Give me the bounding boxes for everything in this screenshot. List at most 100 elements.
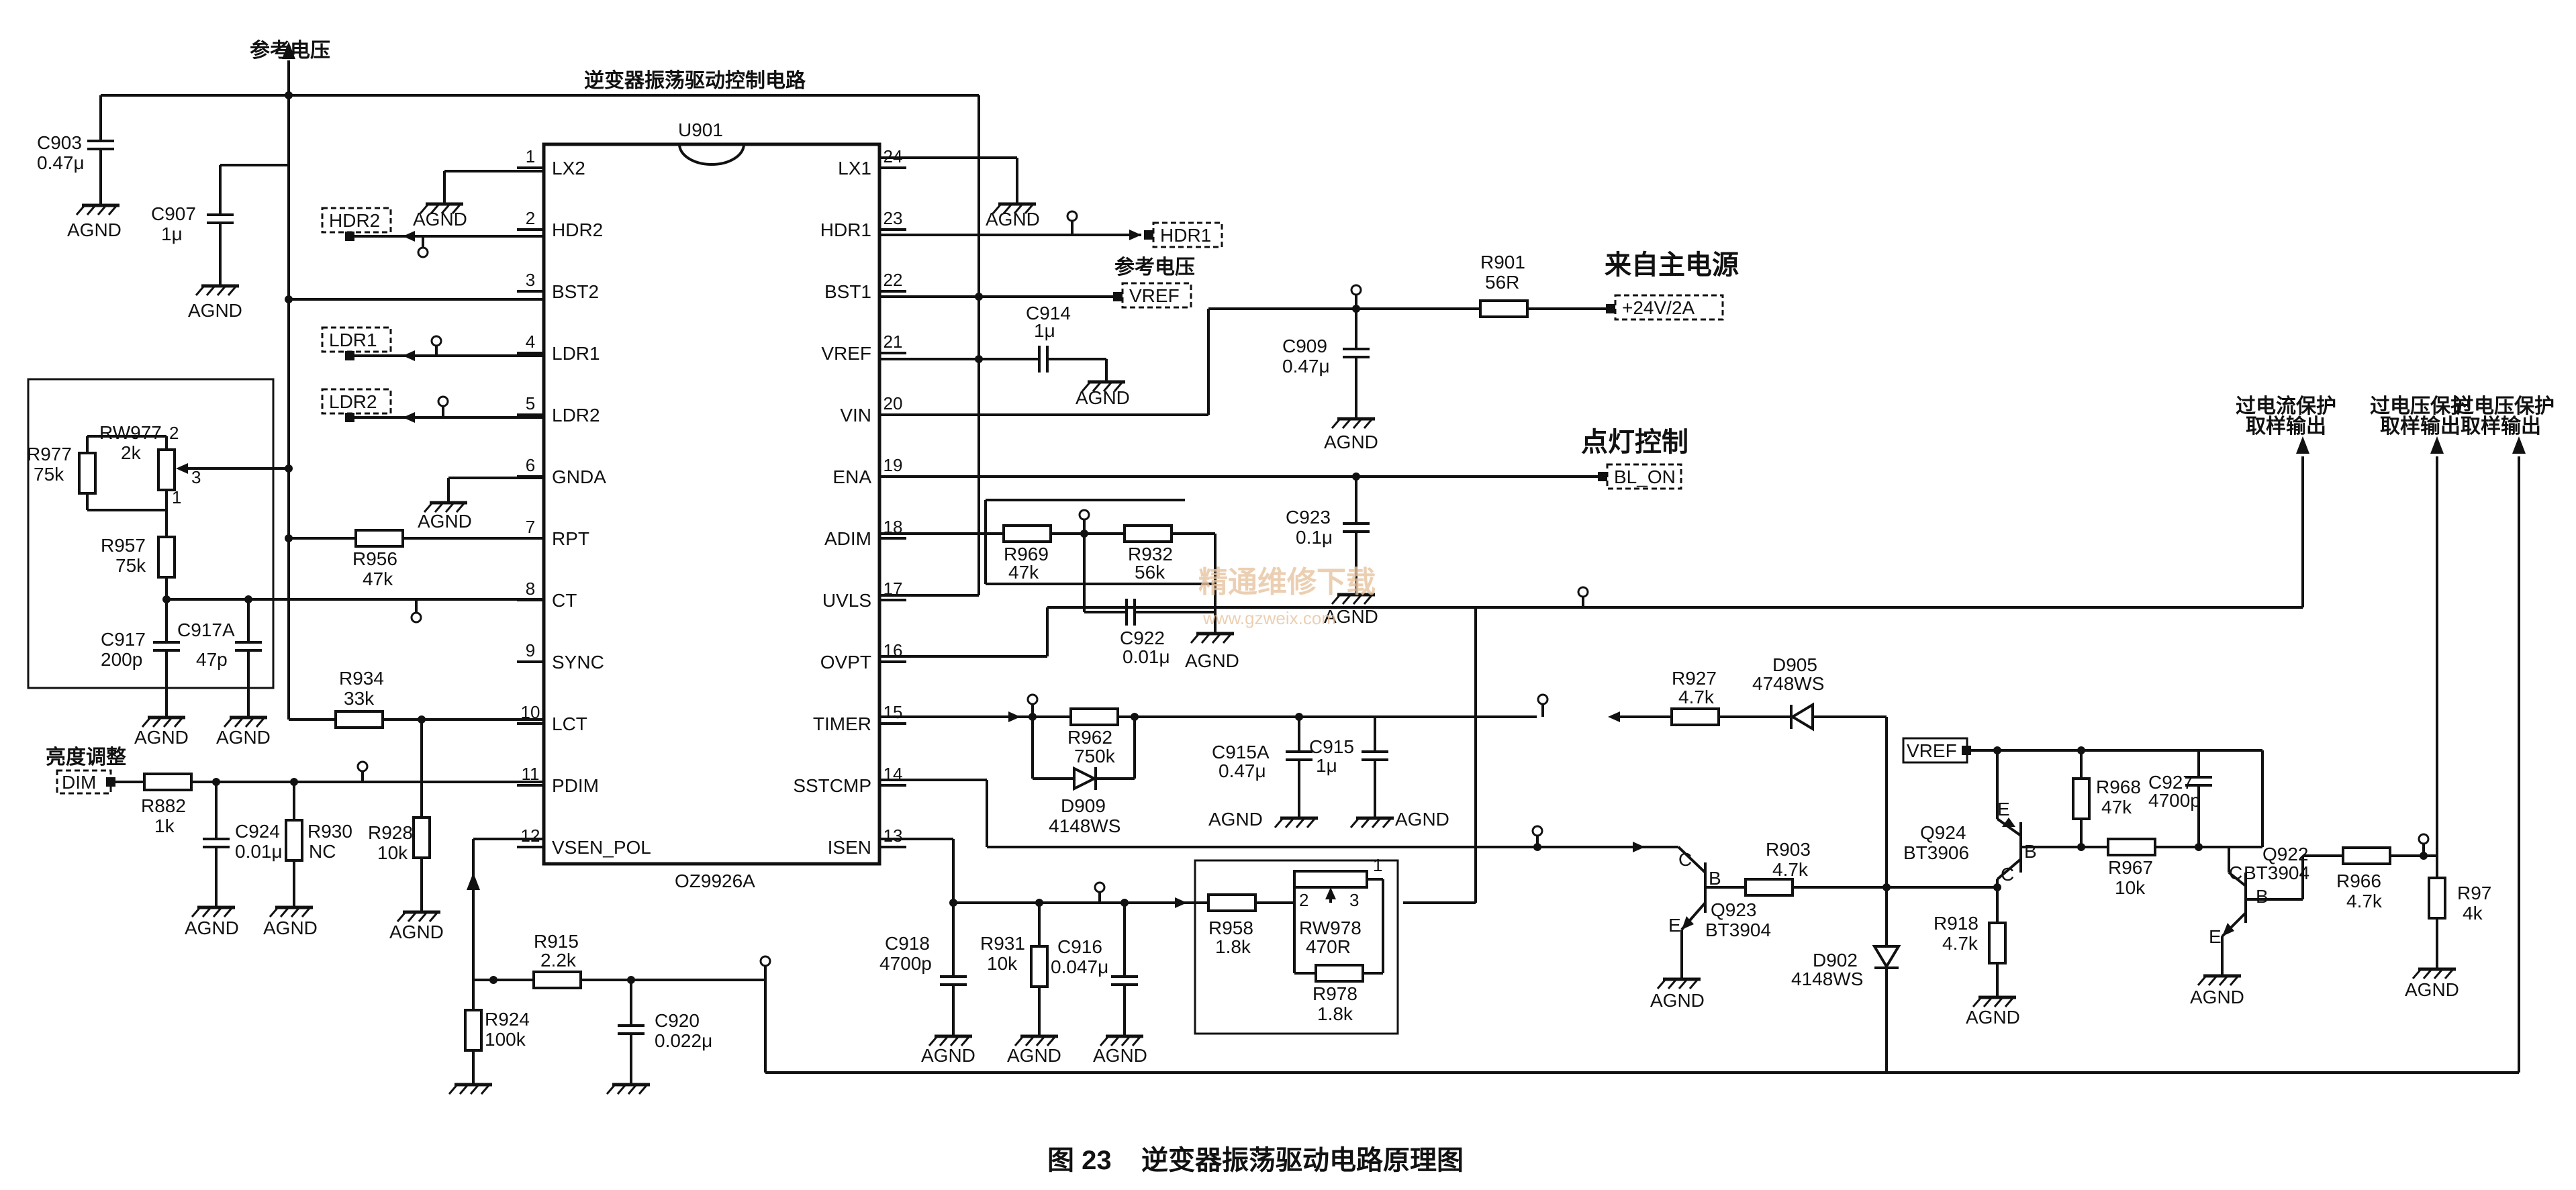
c922-val: 0.01μ [1123, 646, 1170, 667]
d909-ref: D909 [1061, 795, 1106, 816]
ic-left-pins: 1LX22HDR23BST24LDR15LDR26GNDA7RPT8CT9SYN… [517, 146, 651, 858]
c927-val: 4700p [2148, 790, 2201, 811]
pin-name: SYNC [552, 652, 604, 673]
transistor-q924: E B C Q924 BT3906 R918 4.7k AGND [1903, 750, 2108, 1028]
r928-val: 10k [377, 842, 408, 863]
circuit-title: 逆变器振荡驱动控制电路 [584, 69, 806, 92]
pin1-gnd: AGND [413, 170, 544, 230]
c907-ref: C907 [151, 203, 196, 224]
r978-val: 1.8k [1317, 1003, 1353, 1024]
vsen-network: R915 2.2k R924 100k C920 0.022μ [449, 838, 2519, 1094]
agnd-label: AGND [1324, 606, 1378, 627]
r901-val: 56R [1485, 272, 1519, 293]
pin-name: VREF [821, 343, 871, 364]
q922-c: C [2229, 862, 2242, 883]
r918-ref: R918 [1934, 913, 1978, 934]
q923-b: B [1709, 868, 1721, 889]
agnd-label: AGND [986, 209, 1040, 230]
pin-number: 22 [884, 270, 903, 290]
pin8-testpoint [410, 599, 422, 624]
ic-u901: U901 OZ9926A [542, 119, 881, 891]
watermark-main: 精通维修下载 [1198, 566, 1376, 599]
transistor-q922: Q922 C BT3904 B E R966 4.7k AGND [2190, 750, 2437, 1007]
r966-val: 4.7k [2346, 891, 2383, 911]
pin-name: ISEN [828, 837, 871, 858]
r915-ref: R915 [534, 931, 579, 952]
pin-number: 7 [526, 517, 535, 537]
pin-name: BST2 [552, 281, 599, 302]
ovpt-wire: 过电流保护 取样输出 [879, 395, 2336, 904]
sstcmp-wire [879, 779, 1678, 852]
vref-text: VREF [1129, 285, 1180, 306]
r962-ref: R962 [1067, 727, 1112, 748]
ic-part: OZ9926A [675, 871, 755, 891]
agnd-label: AGND [1966, 1007, 2020, 1028]
connector-hdr1: HDR1 [879, 221, 1223, 248]
r924-val: 100k [485, 1029, 526, 1050]
ldr2-text: LDR2 [329, 391, 377, 412]
q924-ref: Q924 [1920, 822, 1966, 843]
pin-number: 1 [526, 146, 535, 166]
watermark: 精通维修下载 www.gzweix.com [1198, 566, 1376, 628]
c924-val: 0.01μ [235, 841, 283, 862]
r967-ref: R967 [2108, 857, 2153, 878]
pin-number: 21 [884, 332, 903, 352]
r958-ref: R958 [1208, 918, 1253, 938]
power-text: +24V/2A [1622, 297, 1695, 318]
r932-ref: R932 [1128, 544, 1173, 564]
r934-ref: R934 [339, 668, 384, 689]
pin-number: 15 [884, 702, 903, 722]
rw977-pin3: 3 [191, 467, 201, 487]
res-r930: R930 NC AGND [263, 782, 352, 938]
pin-name: HDR1 [820, 219, 871, 240]
q924-b: B [2024, 841, 2037, 862]
q923-c: C [1678, 849, 1692, 870]
q923-ref: Q923 [1711, 899, 1757, 920]
pin-name: RPT [552, 528, 589, 549]
rw978-ref: RW978 [1299, 918, 1362, 938]
agnd-label: AGND [921, 1045, 975, 1066]
q923-e: E [1668, 915, 1681, 936]
pin-name: HDR2 [552, 219, 603, 240]
r931-ref: R931 [980, 933, 1025, 954]
pin-number: 6 [526, 455, 535, 475]
c922-ref: C922 [1120, 628, 1165, 648]
agnd-label: AGND [188, 300, 242, 321]
q924-val: BT3906 [1903, 842, 1969, 863]
vref2-text: VREF [1907, 740, 1957, 761]
vref-note: 参考电压 [1114, 256, 1195, 279]
q922-val: BT3904 [2244, 862, 2309, 883]
c923-ref: C923 [1286, 507, 1331, 528]
vin-supply: +24V/2A 来自主电源 R901 56R C909 0.47μ AGND [879, 250, 1739, 452]
pin-name: SSTCMP [793, 775, 871, 796]
pin-name: ENA [832, 466, 871, 487]
agnd-label: AGND [413, 209, 467, 230]
res-r928: R928 10k AGND [368, 816, 444, 942]
main-power-note: 来自主电源 [1605, 250, 1739, 280]
c909-val: 0.47μ [1282, 356, 1330, 377]
rw977-pin1: 1 [172, 487, 181, 507]
c924-ref: C924 [235, 821, 280, 842]
pin-number: 12 [521, 826, 540, 846]
res-r934: R934 33k [289, 668, 544, 817]
hdr1-text: HDR1 [1160, 225, 1211, 246]
pin-number: 5 [526, 393, 535, 413]
r978-ref: R978 [1313, 983, 1357, 1004]
agnd-label: AGND [1185, 650, 1239, 671]
r977-ref: R977 [27, 444, 72, 464]
pin24-gnd: AGND [879, 156, 1078, 235]
pin-name: UVLS [822, 590, 871, 611]
isen-trim-network: R958 1.8k RW978 470R 1 2 3 R978 1.8k [1194, 855, 1399, 1035]
pin-name: ADIM [824, 528, 871, 549]
agnd-label: AGND [2405, 979, 2459, 1000]
c914-val: 1μ [1034, 320, 1055, 341]
r924-ref: R924 [485, 1009, 530, 1030]
top-rails: 参考电压 逆变器振荡驱动控制电路 [99, 40, 980, 721]
agnd-label: AGND [1007, 1045, 1061, 1066]
agnd-label: AGND [263, 918, 318, 938]
c927-ref: C927 [2148, 772, 2193, 793]
pin-name: VSEN_POL [552, 837, 651, 858]
pin-number: 13 [884, 826, 903, 846]
ovp1-note-1: 过电压保护 [2370, 395, 2471, 417]
c907-val: 1μ [161, 224, 183, 244]
